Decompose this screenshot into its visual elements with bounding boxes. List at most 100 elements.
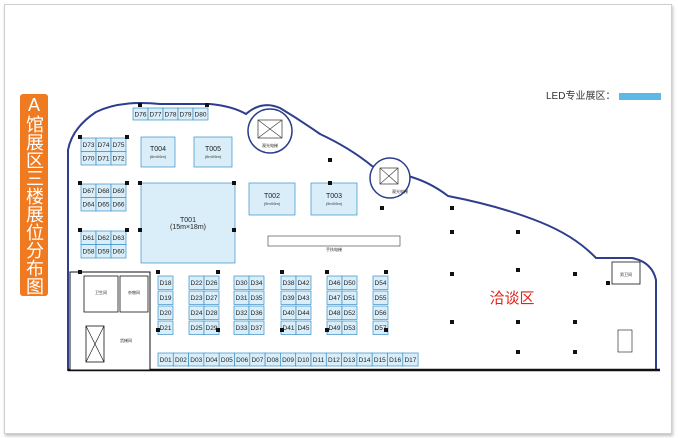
booth-d59[interactable]: D59 (95, 244, 112, 259)
booth-d05[interactable]: D05 (218, 352, 235, 367)
booth-d63[interactable]: D63 (110, 230, 127, 245)
booth-label: D34 (251, 280, 263, 287)
booth-d52[interactable]: D52 (341, 305, 358, 320)
booth-d43[interactable]: D43 (295, 290, 312, 305)
booth-d68[interactable]: D68 (95, 183, 112, 198)
booth-d21[interactable]: D21 (157, 320, 174, 335)
booth-t004[interactable]: T004(6mX6m) (140, 136, 176, 168)
booth-label: D73 (83, 142, 95, 149)
booth-d20[interactable]: D20 (157, 305, 174, 320)
booth-d36[interactable]: D36 (248, 305, 265, 320)
booth-d28[interactable]: D28 (203, 305, 220, 320)
booth-t002[interactable]: T002(9mX6m) (248, 182, 296, 216)
booth-d31[interactable]: D31 (233, 290, 250, 305)
booth-d38[interactable]: D38 (280, 275, 297, 290)
booth-size: (6mX6m) (205, 154, 222, 159)
booth-t005[interactable]: T005(6mX6m) (193, 136, 233, 168)
booth-d66[interactable]: D66 (110, 197, 127, 212)
booth-d61[interactable]: D61 (80, 230, 97, 245)
booth-d54[interactable]: D54 (372, 275, 389, 290)
booth-d71[interactable]: D71 (95, 151, 112, 166)
booth-d60[interactable]: D60 (110, 244, 127, 259)
booth-d65[interactable]: D65 (95, 197, 112, 212)
booth-d44[interactable]: D44 (295, 305, 312, 320)
booth-d49[interactable]: D49 (326, 320, 343, 335)
booth-d18[interactable]: D18 (157, 275, 174, 290)
booth-d32[interactable]: D32 (233, 305, 250, 320)
booth-d79[interactable]: D79 (177, 107, 194, 121)
booth-d56[interactable]: D56 (372, 305, 389, 320)
booth-d42[interactable]: D42 (295, 275, 312, 290)
booth-d29[interactable]: D29 (203, 320, 220, 335)
booth-d72[interactable]: D72 (110, 151, 127, 166)
booth-d74[interactable]: D74 (95, 137, 112, 152)
facility-block: 卫生间 杂物间 货梯间 (69, 271, 151, 371)
booth-d01[interactable]: D01 (157, 352, 174, 367)
booth-d12[interactable]: D12 (325, 352, 342, 367)
booth-d77[interactable]: D77 (147, 107, 164, 121)
booth-d23[interactable]: D23 (188, 290, 205, 305)
booth-d15[interactable]: D15 (371, 352, 388, 367)
booth-d06[interactable]: D06 (234, 352, 251, 367)
booth-t003[interactable]: T003(9mX6m) (310, 182, 358, 216)
booth-d47[interactable]: D47 (326, 290, 343, 305)
booth-d76[interactable]: D76 (132, 107, 149, 121)
booth-label: D42 (298, 280, 310, 287)
booth-d73[interactable]: D73 (80, 137, 97, 152)
booth-rect (295, 320, 312, 335)
booth-d17[interactable]: D17 (402, 352, 419, 367)
booth-label: D01 (160, 357, 172, 364)
booth-d51[interactable]: D51 (341, 290, 358, 305)
booth-rect (248, 290, 265, 305)
booth-d27[interactable]: D27 (203, 290, 220, 305)
booth-d53[interactable]: D53 (341, 320, 358, 335)
booth-d80[interactable]: D80 (192, 107, 209, 121)
booth-d08[interactable]: D08 (264, 352, 281, 367)
booth-d04[interactable]: D04 (203, 352, 220, 367)
booth-d03[interactable]: D03 (188, 352, 205, 367)
booth-d78[interactable]: D78 (162, 107, 179, 121)
booth-d55[interactable]: D55 (372, 290, 389, 305)
booth-d48[interactable]: D48 (326, 305, 343, 320)
booth-d25[interactable]: D25 (188, 320, 205, 335)
booth-d30[interactable]: D30 (233, 275, 250, 290)
booth-d57[interactable]: D57 (372, 320, 389, 335)
booth-d02[interactable]: D02 (172, 352, 189, 367)
legend-swatch (619, 92, 662, 100)
booth-d14[interactable]: D14 (356, 352, 373, 367)
booth-d50[interactable]: D50 (341, 275, 358, 290)
booth-d75[interactable]: D75 (110, 137, 127, 152)
booth-d62[interactable]: D62 (95, 230, 112, 245)
booth-d70[interactable]: D70 (80, 151, 97, 166)
booth-t001[interactable]: T001(15m×18m) (140, 182, 236, 264)
booth-label: D65 (98, 202, 110, 209)
booth-d26[interactable]: D26 (203, 275, 220, 290)
booth-d09[interactable]: D09 (280, 352, 297, 367)
booth-d58[interactable]: D58 (80, 244, 97, 259)
booth-d34[interactable]: D34 (248, 275, 265, 290)
booth-d40[interactable]: D40 (280, 305, 297, 320)
booth-d16[interactable]: D16 (387, 352, 404, 367)
booth-d37[interactable]: D37 (248, 320, 265, 335)
booth-d19[interactable]: D19 (157, 290, 174, 305)
booth-label: D30 (236, 280, 248, 287)
booth-d46[interactable]: D46 (326, 275, 343, 290)
booth-d67[interactable]: D67 (80, 183, 97, 198)
booth-d22[interactable]: D22 (188, 275, 205, 290)
booth-d35[interactable]: D35 (248, 290, 265, 305)
booth-d07[interactable]: D07 (249, 352, 266, 367)
booth-d45[interactable]: D45 (295, 320, 312, 335)
booth-label: D15 (374, 357, 386, 364)
booth-d69[interactable]: D69 (110, 183, 127, 198)
booth-d11[interactable]: D11 (310, 352, 327, 367)
booth-d24[interactable]: D24 (188, 305, 205, 320)
booth-d39[interactable]: D39 (280, 290, 297, 305)
booth-rect (295, 305, 312, 320)
booth-label: D21 (160, 325, 172, 332)
booth-d33[interactable]: D33 (233, 320, 250, 335)
booth-d64[interactable]: D64 (80, 197, 97, 212)
booth-d41[interactable]: D41 (280, 320, 297, 335)
booth-d13[interactable]: D13 (341, 352, 358, 367)
booth-label: D57 (375, 325, 387, 332)
booth-d10[interactable]: D10 (295, 352, 312, 367)
